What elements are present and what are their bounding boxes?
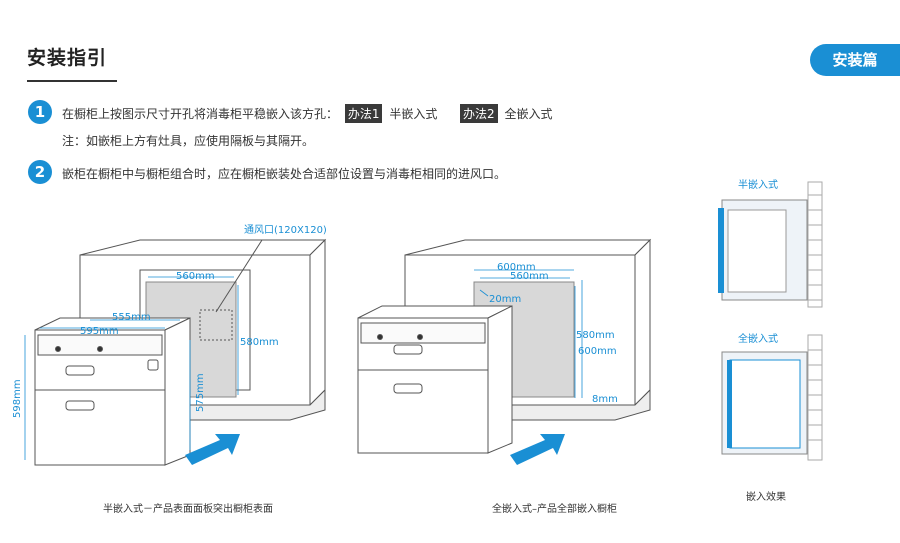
step-2-text: 嵌柜在橱柜中与橱柜组合时，应在橱柜嵌装处合适部位设置与消毒柜相同的进风口。 (62, 167, 507, 181)
method-2-label: 全嵌入式 (504, 107, 553, 121)
dim-left-w-opening: 560mm (176, 271, 215, 282)
right-caption: 全嵌入式–产品全部嵌入橱柜 (492, 504, 617, 515)
dim-left-h-inner: 575mm (195, 373, 206, 412)
step-1-note: 注：如嵌柜上方有灶具，应使用隔板与其隔开。 (62, 134, 315, 148)
left-dimension-lines (24, 276, 239, 460)
method-2-tag: 办法2 (459, 104, 498, 123)
vent-outline (199, 309, 233, 341)
title-underline (27, 80, 117, 82)
half-embed-label: 半嵌入式 (738, 178, 778, 191)
full-embed-label: 全嵌入式 (738, 332, 778, 345)
left-caption: 半嵌入式－产品表面面板突出橱柜表面 (103, 504, 273, 515)
right-dimension-lines (474, 269, 583, 398)
dim-right-bottom: 8mm (592, 394, 618, 405)
vent-leader-line (215, 239, 263, 313)
step-1-text-line: 在橱柜上按图示尺寸开孔将消毒柜平稳嵌入该方孔： 办法1 半嵌入式 办法2 全嵌入… (62, 104, 552, 123)
dim-right-gap: 20mm (489, 294, 521, 305)
step-2-badge: 2 (28, 160, 52, 184)
dim-left-h-opening: 580mm (240, 337, 279, 348)
right-disinfection-cabinet (357, 305, 513, 454)
dim-left-w-inner: 555mm (112, 312, 151, 323)
vent-label: 通风口(120X120) (244, 224, 327, 236)
left-insert-arrow (185, 434, 240, 465)
dim-left-w-outer: 595mm (80, 326, 119, 337)
right-insert-arrow (510, 434, 565, 465)
page-title: 安装指引 (27, 47, 108, 69)
dim-right-w-outer: 600mm (497, 262, 536, 273)
section-tag: 安装篇 (810, 44, 900, 76)
method-1-label: 半嵌入式 (389, 107, 438, 121)
dim-right-h-inner: 580mm (576, 330, 615, 341)
effects-caption: 嵌入效果 (746, 492, 786, 503)
method-1-tag: 办法1 (344, 104, 383, 123)
left-disinfection-cabinet (34, 317, 191, 466)
dim-right-w-inner: 560mm (510, 271, 549, 282)
dim-right-h-outer: 600mm (578, 346, 617, 357)
full-embed-effect (721, 334, 823, 461)
step-1-badge: 1 (28, 100, 52, 124)
dim-left-h-outer: 598mm (12, 379, 23, 418)
step-1-text: 在橱柜上按图示尺寸开孔将消毒柜平稳嵌入该方孔： (62, 107, 339, 121)
half-embed-effect (718, 181, 823, 308)
